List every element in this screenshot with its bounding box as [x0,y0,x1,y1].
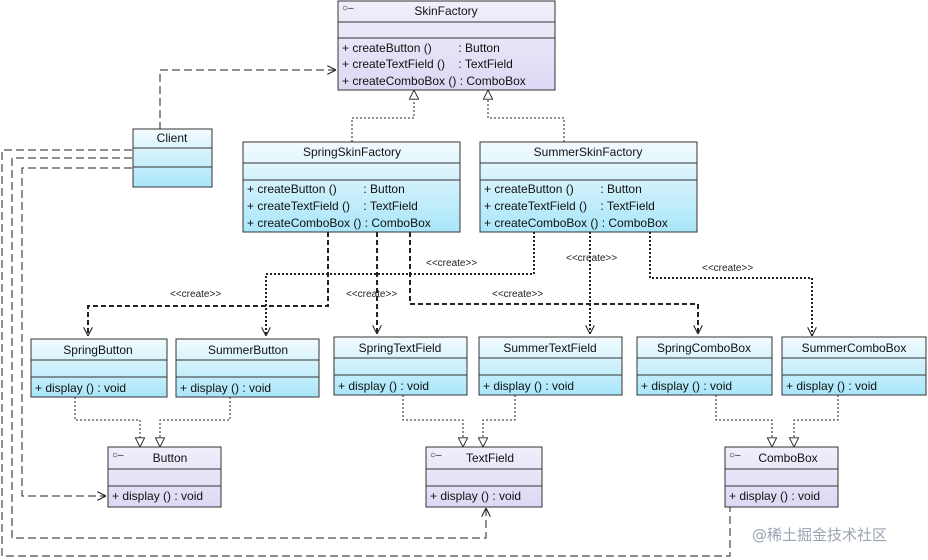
watermark-text: @稀土掘金技术社区 [752,526,887,544]
client-to-skinfactory-dependency [159,70,336,130]
create-labels: <<create>> <<create>> <<create>> <<creat… [170,253,753,300]
create-label: <<create>> [170,289,221,300]
create-springcombobox [409,232,698,334]
summerfactory-realizes-skinfactory [488,90,565,142]
class-name: Client [157,131,188,145]
method: + createTextField () : TextField [247,199,418,213]
method: + createTextField () : TextField [484,199,655,213]
method: + display () : void [430,489,521,503]
method: + createButton () : Button [247,182,405,196]
class-name: SummerSkinFactory [534,145,643,159]
interface-combobox[interactable]: ○– ComboBox + display () : void [724,446,839,508]
method: + display () : void [338,379,429,393]
springcombobox-realizes-combobox [715,395,772,447]
class-summertextfield[interactable]: SummerTextField + display () : void [478,336,623,396]
class-name: SpringButton [63,343,132,357]
interface-icon: ○– [430,450,442,461]
interface-icon: ○– [729,450,741,461]
create-label: <<create>> [566,253,617,264]
springbutton-realizes-button [74,397,140,447]
class-springbutton[interactable]: SpringButton + display () : void [30,338,168,398]
method: + createButton () : Button [484,182,642,196]
method: + display () : void [729,489,820,503]
client-to-textfield-dependency [11,157,486,539]
interface-icon: ○– [342,3,354,14]
create-summercombobox [649,232,812,336]
interface-button[interactable]: ○– Button + display () : void [107,446,222,508]
create-summerbutton [266,232,535,336]
create-label: <<create>> [346,289,397,300]
method: + display () : void [112,489,203,503]
create-springbutton [88,232,329,336]
method: + createComboBox () : ComboBox [484,216,668,230]
class-name: SummerTextField [503,341,596,355]
class-name: Button [153,451,188,465]
method: + createButton () : Button [342,41,500,55]
method: + display () : void [786,379,877,393]
method: + display () : void [35,381,126,395]
method: + createComboBox () : ComboBox [247,216,431,230]
class-summerskinfactory[interactable]: SummerSkinFactory + createButton () : Bu… [479,141,698,233]
class-name: SkinFactory [414,4,477,18]
summercombobox-realizes-combobox [794,395,839,447]
interface-textfield[interactable]: ○– TextField + display () : void [425,446,543,508]
method: + createComboBox () : ComboBox [342,74,526,88]
class-client[interactable]: Client [132,128,213,188]
method: + display () : void [180,381,271,395]
class-name: SpringSkinFactory [303,145,401,159]
create-label: <<create>> [702,263,753,274]
create-label: <<create>> [426,258,477,269]
class-springtextfield[interactable]: SpringTextField + display () : void [333,336,468,396]
method: + display () : void [641,379,732,393]
relationships [1,70,839,557]
summertextfield-realizes-textfield [483,395,516,447]
method: + display () : void [483,379,574,393]
class-springskinfactory[interactable]: SpringSkinFactory + createButton () : Bu… [242,141,461,233]
class-name: SpringTextField [359,341,442,355]
class-name: SpringComboBox [657,341,751,355]
client-to-button-dependency [21,167,132,496]
method: + createTextField () : TextField [342,57,513,71]
springfactory-realizes-skinfactory [351,90,414,142]
class-name: SummerComboBox [802,341,907,355]
class-skinfactory[interactable]: ○– SkinFactory + createButton () : Butto… [337,0,556,91]
interface-icon: ○– [112,450,124,461]
class-summercombobox[interactable]: SummerComboBox + display () : void [781,336,927,396]
class-name: SummerButton [208,343,288,357]
class-summerbutton[interactable]: SummerButton + display () : void [175,338,320,398]
summerbutton-realizes-button [160,397,231,447]
class-name: ComboBox [758,451,817,465]
class-name: TextField [466,451,514,465]
create-label: <<create>> [492,289,543,300]
springtextfield-realizes-textfield [402,395,463,447]
class-springcombobox[interactable]: SpringComboBox + display () : void [636,336,773,396]
